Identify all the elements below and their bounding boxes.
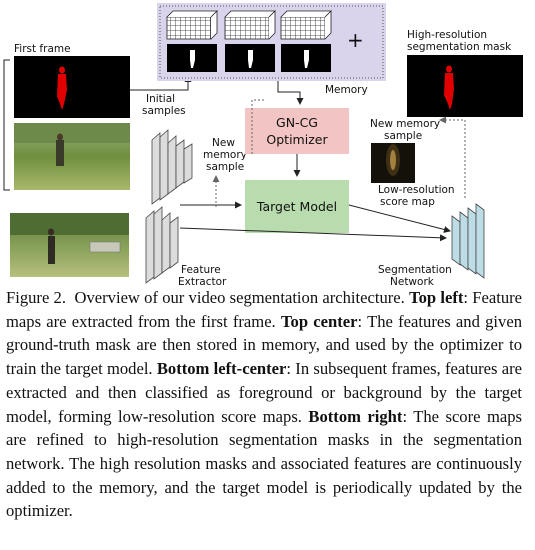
segmentation-network-stack: [451, 203, 485, 279]
first-frame-mask: [14, 56, 130, 118]
caption-figure-number: Figure 2.: [6, 288, 67, 307]
first-frame-label: First frame: [14, 43, 71, 55]
caption-top-left-heading: Top left: [409, 288, 464, 307]
svg-text:score map: score map: [380, 196, 435, 208]
upper-feature-stack: [151, 129, 193, 205]
target-model-box: [245, 180, 349, 233]
first-frame-image: [14, 123, 130, 190]
figure-caption: Figure 2. Overview of our video segmenta…: [6, 288, 523, 521]
memory-item-3: [280, 10, 332, 72]
new-memory-sample-right-arrow: [439, 116, 466, 198]
svg-text:Network: Network: [390, 276, 435, 288]
gn-cg-optimizer-box: [245, 108, 349, 154]
memory-to-optimizer-arrow: [277, 81, 304, 105]
subsequent-frame-image: [10, 213, 129, 277]
feature-extractor-label: Feature: [181, 264, 221, 276]
svg-text:memory: memory: [203, 149, 247, 161]
architecture-diagram: First frame Initial samples New memory s…: [3, 3, 523, 288]
caption-top-center-heading: Top center: [280, 311, 358, 331]
svg-text:segmentation mask: segmentation mask: [407, 41, 512, 53]
mask-silhouette: [57, 66, 67, 110]
initial-samples-label: Initial: [146, 93, 175, 105]
svg-text:Target Model: Target Model: [256, 199, 337, 214]
segmentation-network-label: Segmentation: [378, 264, 452, 276]
svg-text:GN-CG: GN-CG: [276, 115, 318, 130]
svg-text:sample: sample: [206, 161, 244, 173]
caption-bottom-left-heading: Bottom left-center: [156, 359, 287, 379]
svg-text:Extractor: Extractor: [178, 276, 227, 288]
memory-item-1: [166, 10, 218, 72]
first-frame-bracket: [3, 59, 10, 191]
svg-text:samples: samples: [142, 105, 186, 117]
svg-text:sample: sample: [384, 130, 422, 142]
feature-extractor-stack: [145, 206, 179, 284]
memory-plus: +: [347, 28, 364, 52]
new-memory-sample-left-label: New: [212, 137, 235, 149]
memory-label: Memory: [325, 84, 368, 96]
target-to-segnet-arrow: [348, 204, 451, 233]
memory-item-2: [224, 10, 276, 72]
hr-mask-label: High-resolution: [407, 29, 487, 41]
extractor-to-segnet-arrow: [179, 227, 447, 242]
svg-text:Optimizer: Optimizer: [266, 132, 328, 147]
new-memory-sample-right-label: New memory: [370, 118, 440, 130]
hr-segmentation-mask: [407, 55, 523, 117]
low-res-score-label: Low-resolution: [378, 184, 455, 196]
caption-bottom-right-heading: Bottom right: [308, 406, 403, 426]
